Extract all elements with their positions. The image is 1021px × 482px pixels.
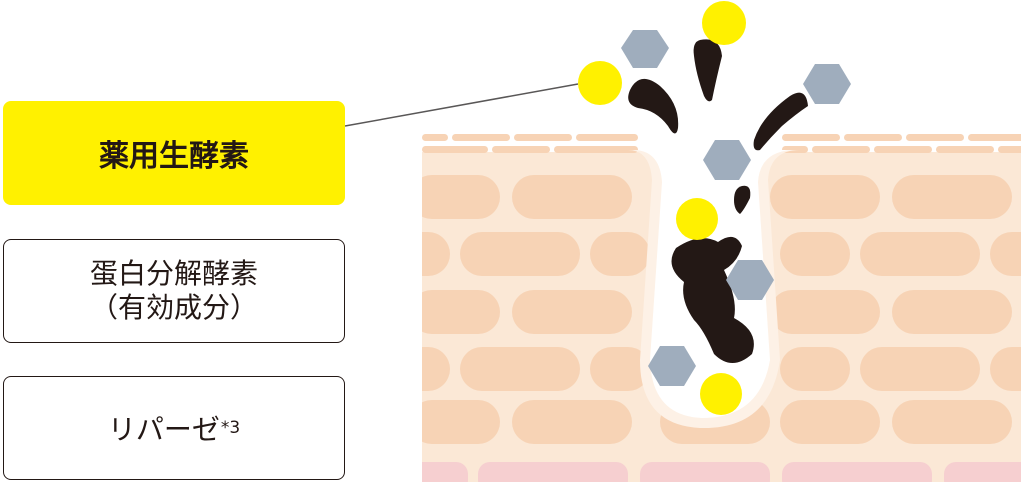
stratum-corneum-left bbox=[422, 134, 638, 153]
lipase-footnote: *3 bbox=[220, 418, 241, 438]
sebum-droplet-icon bbox=[628, 78, 679, 134]
connector-line bbox=[344, 83, 579, 127]
lipase-label: リパーゼ*3 bbox=[3, 376, 345, 480]
protease-text: 蛋白分解酵素 bbox=[89, 257, 258, 290]
enzyme-ball-icon bbox=[700, 373, 742, 415]
medicinal-enzyme-text: 薬用生酵素 bbox=[99, 139, 249, 174]
sebum-droplet-icon bbox=[753, 92, 808, 151]
sebum-plug bbox=[671, 236, 754, 363]
medicinal-enzyme-label: 薬用生酵素 bbox=[3, 101, 345, 205]
debris-hexagons bbox=[621, 30, 851, 386]
enzyme-balls bbox=[578, 1, 746, 415]
protease-subtext: （有効成分） bbox=[89, 291, 258, 324]
deep-layer bbox=[422, 462, 1021, 482]
protease-label: 蛋白分解酵素 （有効成分） bbox=[3, 239, 345, 343]
debris-hexagon-icon bbox=[621, 30, 669, 68]
sebum-droplet-icon bbox=[734, 185, 751, 214]
debris-hexagon-icon bbox=[703, 140, 751, 180]
stratum-corneum-right bbox=[782, 134, 1021, 153]
debris-hexagon-icon bbox=[726, 260, 774, 300]
sebum-droplet-icon bbox=[693, 39, 722, 102]
enzyme-ball-icon bbox=[702, 1, 746, 45]
enzyme-ball-icon bbox=[578, 61, 622, 105]
debris-hexagon-icon bbox=[803, 64, 851, 104]
debris-hexagon-icon bbox=[648, 346, 696, 386]
enzyme-ball-icon bbox=[676, 198, 718, 240]
sebum-droplets bbox=[628, 39, 808, 214]
lipase-text: リパーゼ bbox=[107, 413, 220, 446]
